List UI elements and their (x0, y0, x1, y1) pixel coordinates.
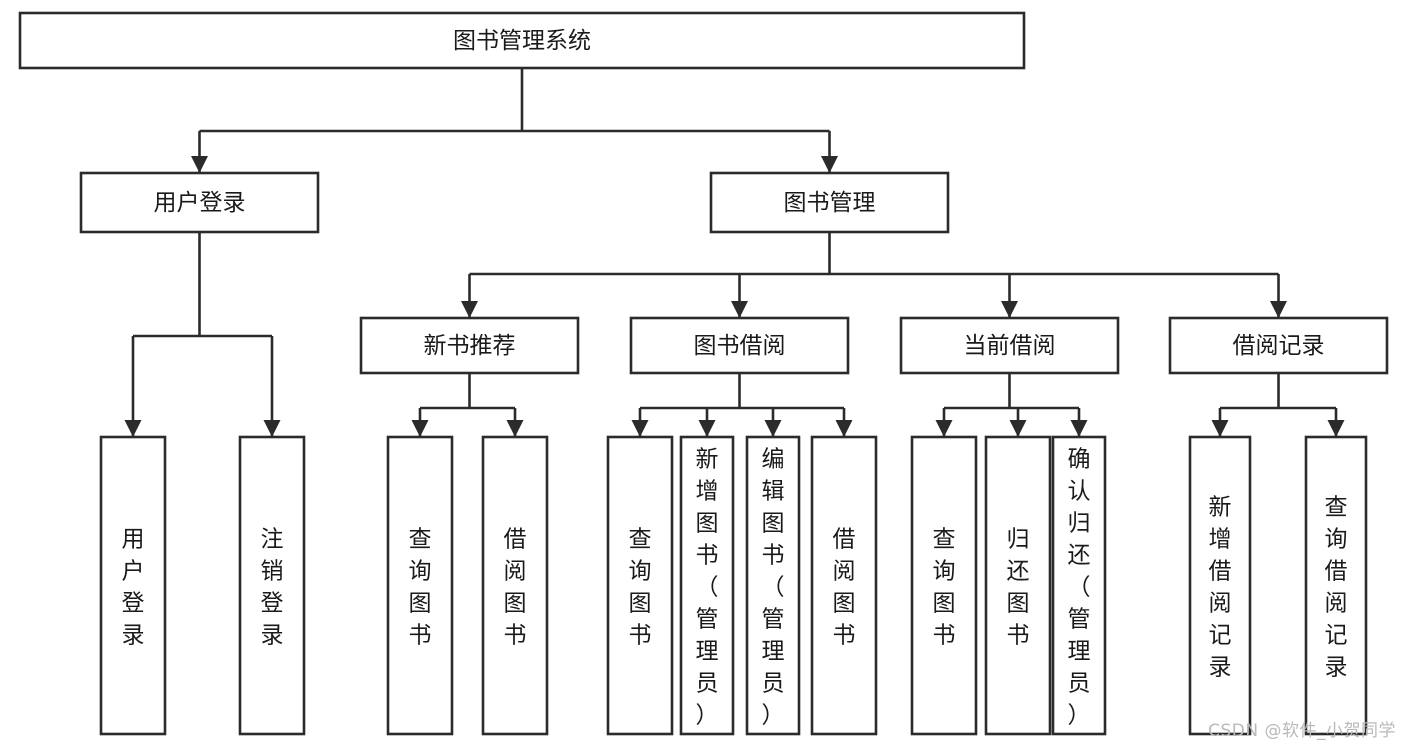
node-box-leaf-query-book-2[interactable] (606, 435, 674, 736)
connector-group-borrow-record (1211, 373, 1345, 437)
connector-group-current-borrow (935, 373, 1088, 437)
node-label-leaf-edit-book-admin: 编辑图书（管理员） (762, 446, 785, 728)
arrow-head-icon (1009, 420, 1027, 437)
node-leaf-user-login[interactable]: 用户登录 (99, 435, 167, 736)
node-label-book-borrow: 图书借阅 (694, 333, 786, 359)
connector-group-user-login (124, 232, 281, 437)
connectors-layer (124, 68, 1345, 437)
arrow-head-icon (835, 420, 853, 437)
node-current-borrow[interactable]: 当前借阅 (899, 316, 1120, 375)
node-box-leaf-confirm-return-admin[interactable] (1051, 435, 1107, 736)
node-box-leaf-query-borrow-record[interactable] (1304, 435, 1368, 736)
node-box-root[interactable] (18, 11, 1026, 70)
arrow-head-icon (1070, 420, 1088, 437)
node-borrow-record[interactable]: 借阅记录 (1168, 316, 1389, 375)
node-box-book-borrow[interactable] (629, 316, 850, 375)
node-box-leaf-query-book-3[interactable] (910, 435, 978, 736)
node-box-book-manage[interactable] (709, 171, 950, 234)
node-box-leaf-add-book-admin[interactable] (679, 435, 735, 736)
arrow-head-icon (1327, 420, 1345, 437)
node-label-leaf-query-book-3: 查询图书 (933, 526, 956, 648)
arrow-head-icon (1270, 301, 1287, 318)
node-box-leaf-query-book-1[interactable] (386, 435, 454, 736)
arrow-head-icon (698, 420, 716, 437)
node-leaf-add-borrow-record[interactable]: 新增借阅记录 (1188, 435, 1252, 736)
node-label-leaf-user-login: 用户登录 (122, 526, 145, 648)
node-label-leaf-borrow-book-1: 借阅图书 (504, 526, 527, 648)
node-box-new-book-recommend[interactable] (359, 316, 580, 375)
node-box-leaf-borrow-book-1[interactable] (481, 435, 549, 736)
arrow-head-icon (731, 301, 748, 318)
node-box-leaf-user-login[interactable] (99, 435, 167, 736)
arrow-head-icon (631, 420, 649, 437)
node-label-leaf-query-borrow-record: 查询借阅记录 (1325, 494, 1348, 680)
node-label-book-manage: 图书管理 (784, 190, 876, 216)
arrow-head-icon (935, 420, 953, 437)
node-root[interactable]: 图书管理系统 (18, 11, 1026, 70)
node-book-manage[interactable]: 图书管理 (709, 171, 950, 234)
node-box-current-borrow[interactable] (899, 316, 1120, 375)
node-leaf-query-book-2[interactable]: 查询图书 (606, 435, 674, 736)
node-book-borrow[interactable]: 图书借阅 (629, 316, 850, 375)
node-label-user-login: 用户登录 (154, 190, 246, 216)
node-label-leaf-borrow-book-2: 借阅图书 (833, 526, 856, 648)
connector-group-new-book-recommend (411, 373, 524, 437)
node-label-leaf-query-book-2: 查询图书 (629, 526, 652, 648)
node-leaf-borrow-book-2[interactable]: 借阅图书 (810, 435, 878, 736)
node-leaf-logout[interactable]: 注销登录 (238, 435, 306, 736)
node-user-login[interactable]: 用户登录 (79, 171, 320, 234)
node-leaf-add-book-admin[interactable]: 新增图书（管理员） (679, 435, 735, 736)
arrow-head-icon (764, 420, 782, 437)
arrow-head-icon (821, 156, 838, 173)
arrow-head-icon (1001, 301, 1018, 318)
arrow-head-icon (1211, 420, 1229, 437)
node-label-root: 图书管理系统 (453, 28, 591, 54)
arrow-head-icon (461, 301, 478, 318)
node-label-current-borrow: 当前借阅 (964, 333, 1056, 359)
node-label-leaf-add-book-admin: 新增图书（管理员） (696, 446, 719, 728)
connector-group-book-manage (461, 232, 1287, 318)
node-box-leaf-return-book[interactable] (984, 435, 1052, 736)
node-leaf-confirm-return-admin[interactable]: 确认归还（管理员） (1051, 435, 1107, 736)
node-label-borrow-record: 借阅记录 (1233, 333, 1325, 359)
node-box-user-login[interactable] (79, 171, 320, 234)
connector-group-book-borrow (631, 373, 853, 437)
arrow-head-icon (411, 420, 429, 437)
node-box-leaf-borrow-book-2[interactable] (810, 435, 878, 736)
node-leaf-return-book[interactable]: 归还图书 (984, 435, 1052, 736)
node-new-book-recommend[interactable]: 新书推荐 (359, 316, 580, 375)
node-box-leaf-logout[interactable] (238, 435, 306, 736)
connector-group-root (191, 68, 838, 173)
node-box-leaf-add-borrow-record[interactable] (1188, 435, 1252, 736)
arrow-head-icon (124, 420, 142, 437)
node-label-leaf-logout: 注销登录 (261, 526, 284, 648)
node-leaf-edit-book-admin[interactable]: 编辑图书（管理员） (745, 435, 801, 736)
arrow-head-icon (506, 420, 524, 437)
node-label-new-book-recommend: 新书推荐 (424, 333, 516, 359)
nodes-layer: 图书管理系统用户登录图书管理新书推荐图书借阅当前借阅借阅记录用户登录注销登录查询… (18, 11, 1389, 736)
node-leaf-borrow-book-1[interactable]: 借阅图书 (481, 435, 549, 736)
node-leaf-query-book-3[interactable]: 查询图书 (910, 435, 978, 736)
node-label-leaf-add-borrow-record: 新增借阅记录 (1209, 494, 1232, 680)
node-leaf-query-book-1[interactable]: 查询图书 (386, 435, 454, 736)
node-label-leaf-query-book-1: 查询图书 (409, 526, 432, 648)
arrow-head-icon (191, 156, 208, 173)
node-box-leaf-edit-book-admin[interactable] (745, 435, 801, 736)
arrow-head-icon (263, 420, 281, 437)
node-label-leaf-return-book: 归还图书 (1007, 526, 1030, 648)
node-leaf-query-borrow-record[interactable]: 查询借阅记录 (1304, 435, 1368, 736)
node-box-borrow-record[interactable] (1168, 316, 1389, 375)
node-label-leaf-confirm-return-admin: 确认归还（管理员） (1068, 446, 1091, 728)
